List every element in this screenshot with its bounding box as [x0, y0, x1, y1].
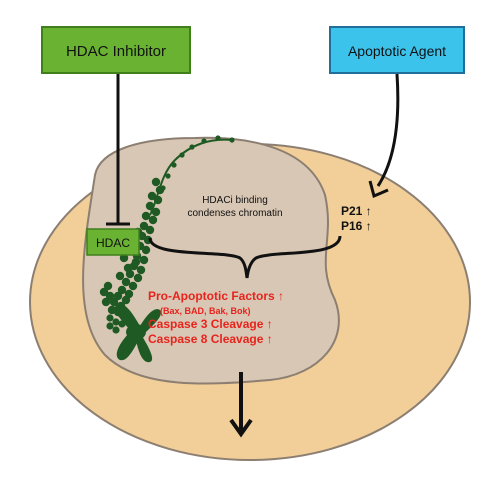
- condensed-nucleosome: [99, 287, 109, 297]
- caspase3-cleavage: Caspase 3 Cleavage ↑: [148, 317, 273, 331]
- condensed-nucleosome: [131, 257, 141, 267]
- chromatin-strand: [99, 135, 235, 363]
- condensed-nucleosome: [121, 277, 131, 287]
- condensed-nucleosome: [115, 271, 125, 281]
- condensed-nucleosome: [145, 201, 155, 211]
- apoptotic-agent-label: Apoptotic Agent: [348, 43, 446, 59]
- condensed-nucleosome: [151, 177, 161, 187]
- condensed-nucleosome: [106, 314, 114, 322]
- condensed-nucleosome: [117, 285, 127, 295]
- condensed-nucleosome: [136, 265, 146, 275]
- condensed-nucleosome: [121, 295, 131, 305]
- hdac-box: HDAC: [86, 228, 140, 256]
- condensed-nucleosome: [119, 253, 129, 263]
- condensed-nucleosome: [106, 322, 114, 330]
- condensed-chromosome: [114, 303, 161, 363]
- apoptotic-agent-arrow: [376, 73, 400, 187]
- nucleosome-bead: [215, 135, 221, 141]
- chromatid-arm: [114, 303, 140, 330]
- condensed-nucleosome: [141, 211, 151, 221]
- hdac-inhibitor-label: HDAC Inhibitor: [66, 43, 166, 60]
- condensed-nucleosome: [155, 185, 165, 195]
- hdac-inhibitor-box: HDAC Inhibitor: [41, 26, 191, 74]
- condensed-nucleosome: [112, 318, 120, 326]
- bcl2-family-members: (Bax, BAD, Bak, Bok): [160, 306, 251, 316]
- condensed-nucleosome: [139, 221, 149, 231]
- nucleosome-bead: [189, 144, 195, 150]
- hdac-label: HDAC: [96, 236, 130, 250]
- chromatid-arm: [140, 309, 161, 334]
- condensed-nucleosome: [153, 195, 163, 205]
- condensed-nucleosome: [105, 291, 115, 301]
- nucleosome-bead: [171, 162, 177, 168]
- chromatid-arm: [136, 336, 153, 363]
- nucleosome-bead: [179, 152, 185, 158]
- condensed-nucleosome: [128, 281, 138, 291]
- condensed-nucleosome: [141, 245, 151, 255]
- condensed-nucleosome: [112, 326, 120, 334]
- condensed-nucleosome: [139, 255, 149, 265]
- converging-brace: [148, 235, 342, 279]
- apoptotic-agent-box: Apoptotic Agent: [329, 26, 465, 74]
- pro-apoptotic-factors: Pro-Apoptotic Factors ↑: [148, 289, 284, 303]
- condensed-nucleosome: [147, 191, 157, 201]
- condensed-nucleosome: [151, 207, 161, 217]
- condensed-nucleosome: [101, 297, 111, 307]
- condensed-nucleosome: [123, 263, 133, 273]
- condensed-nucleosome: [148, 215, 158, 225]
- nucleosome-bead: [201, 138, 207, 144]
- p21-label: P21 ↑: [341, 204, 372, 218]
- condensed-nucleosome: [133, 273, 143, 283]
- chromatin-note-line2: condenses chromatin: [187, 208, 282, 219]
- nucleosome-bead: [165, 173, 171, 179]
- condensed-nucleosome: [109, 297, 119, 307]
- nucleosome-bead: [229, 137, 235, 143]
- centromere: [126, 324, 146, 340]
- apoptotic-agent-arrowhead: [368, 180, 389, 199]
- condensed-nucleosome: [103, 281, 113, 291]
- outcome-arrowhead: [229, 418, 253, 438]
- p16-label: P16 ↑: [341, 219, 372, 233]
- chromatin-note-line1: HDACi binding: [202, 195, 268, 206]
- condensed-nucleosome: [113, 291, 123, 301]
- caspase8-cleavage: Caspase 8 Cleavage ↑: [148, 332, 273, 346]
- condensed-nucleosome: [145, 225, 155, 235]
